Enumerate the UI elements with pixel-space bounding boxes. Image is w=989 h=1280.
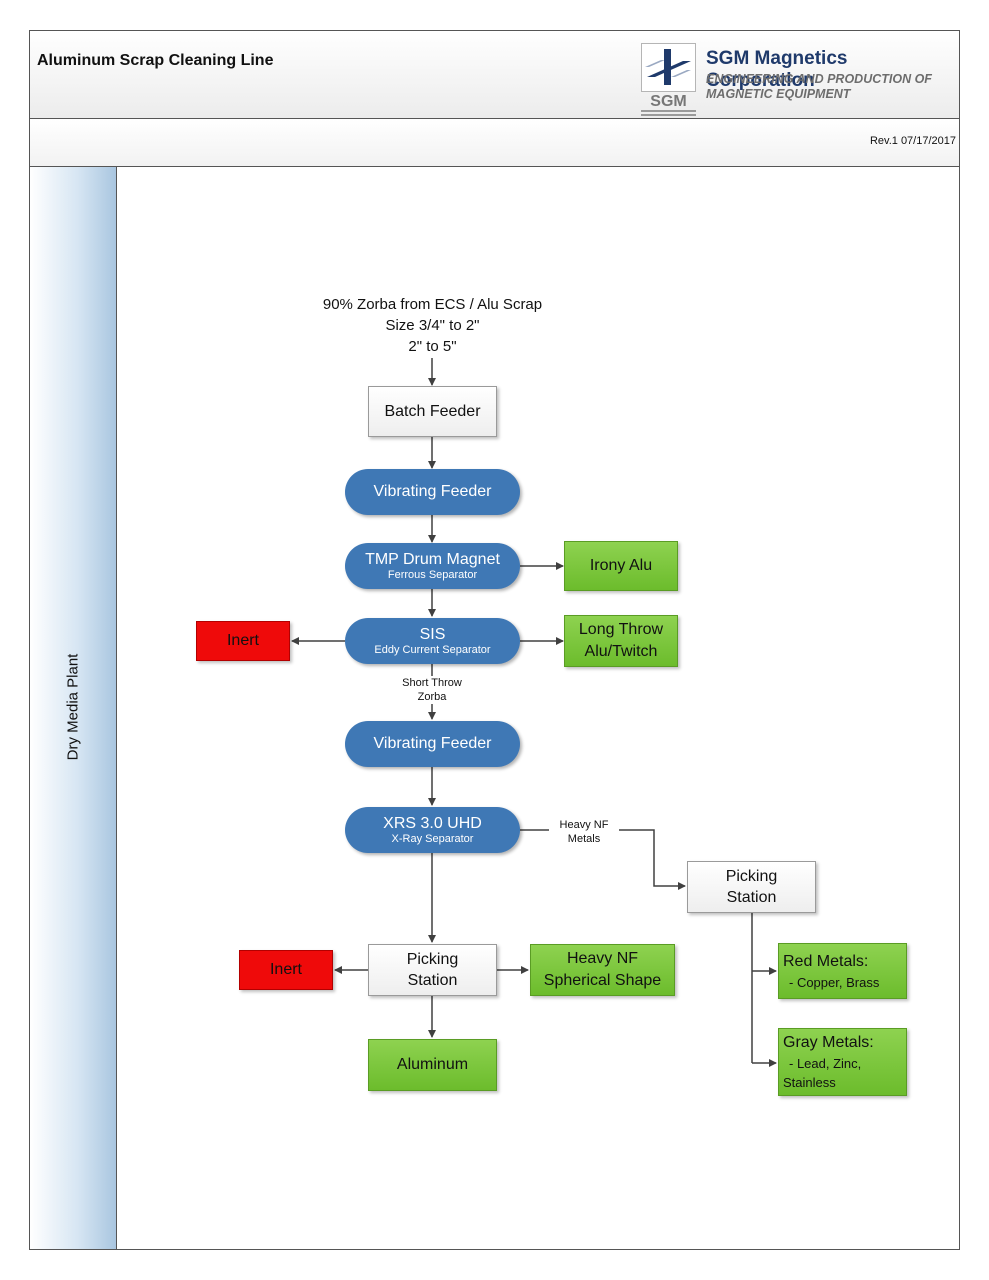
input-material-label: 90% Zorba from ECS / Alu Scrap Size 3/4"… — [322, 296, 543, 355]
red-metals-node[interactable]: Red Metals: - Copper, Brass — [778, 943, 907, 999]
revision-date: Rev.1 07/17/2017 — [869, 135, 956, 147]
svg-text:SGM: SGM — [650, 93, 686, 110]
short-throw-label: Short Throw Zorba — [392, 676, 472, 704]
title-block: Aluminum Scrap Cleaning Line SGM SGM Mag… — [30, 31, 959, 119]
heavy-nf-node[interactable]: Heavy NF Spherical Shape — [530, 944, 675, 996]
inert-2-node[interactable]: Inert — [239, 950, 333, 990]
batch-feeder-node[interactable]: Batch Feeder — [368, 386, 497, 437]
swimlane: Dry Media Plant — [30, 167, 117, 1249]
picking-station-right-node[interactable]: Picking Station — [687, 861, 816, 913]
aluminum-node[interactable]: Aluminum — [368, 1039, 497, 1091]
irony-alu-node[interactable]: Irony Alu — [564, 541, 678, 591]
heavy-nf-metals-label: Heavy NF Metals — [549, 818, 619, 846]
gray-metals-node[interactable]: Gray Metals: - Lead, Zinc, Stainless — [778, 1028, 907, 1096]
sis-node[interactable]: SIS Eddy Current Separator — [345, 618, 520, 664]
tmp-drum-magnet-node[interactable]: TMP Drum Magnet Ferrous Separator — [345, 543, 520, 589]
xrs-node[interactable]: XRS 3.0 UHD X-Ray Separator — [345, 807, 520, 853]
long-throw-node[interactable]: Long Throw Alu/Twitch — [564, 615, 678, 667]
picking-station-center-node[interactable]: Picking Station — [368, 944, 497, 996]
vibrating-feeder-2-node[interactable]: Vibrating Feeder — [345, 721, 520, 767]
sgm-logo: SGM — [641, 43, 696, 118]
vibrating-feeder-1-node[interactable]: Vibrating Feeder — [345, 469, 520, 515]
company-name: SGM Magnetics Corporation — [706, 48, 848, 91]
page-frame — [29, 30, 960, 1250]
page-title: Aluminum Scrap Cleaning Line — [37, 52, 274, 69]
revision-row: Rev.1 07/17/2017 — [30, 119, 959, 167]
inert-1-node[interactable]: Inert — [196, 621, 290, 661]
company-tagline: ENGINEERING AND PRODUCTION OF MAGNETIC E… — [706, 72, 932, 101]
